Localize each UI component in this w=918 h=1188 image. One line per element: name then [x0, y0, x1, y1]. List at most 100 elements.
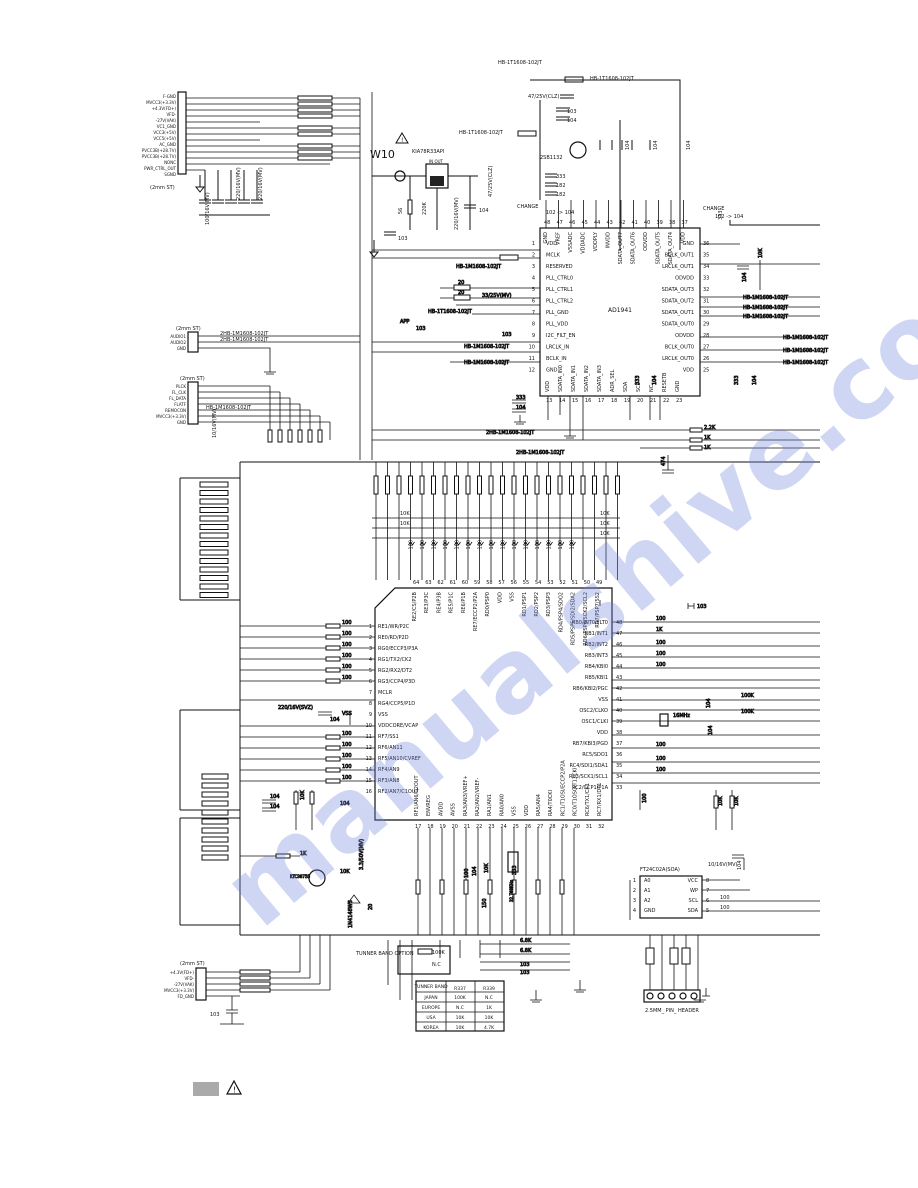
svg-text:100K: 100K: [432, 950, 446, 956]
svg-text:104: 104: [737, 860, 743, 870]
pin-number: 22: [476, 824, 482, 830]
pin-label: SDATA_OUT6: [631, 232, 637, 264]
connector-pin-label: GND: [177, 346, 186, 351]
pin-number: 32: [598, 824, 604, 830]
connector-pin-label: VFD-: [184, 976, 194, 981]
connector-pin-label: PLCK: [176, 384, 186, 389]
pin-label: RE7/ECCP2/P2A: [473, 591, 479, 631]
svg-text:16MHz: 16MHz: [673, 713, 690, 719]
pin-label: RC5/SDO1: [582, 752, 608, 758]
svg-text:6.8K: 6.8K: [520, 948, 532, 954]
pin-label: RD4/PSP4/SDO2: [558, 592, 564, 632]
pin-number: 30: [574, 824, 580, 830]
pin-label: SDATA_OUT7: [618, 232, 624, 264]
pin-label: RC1/T1OSI/ECCP2/P2A: [560, 760, 566, 816]
pin-label: RB3/INT3: [585, 653, 608, 659]
pin-label: VDDCORE/VCAP: [378, 723, 418, 729]
table-cell: 10K: [456, 1015, 466, 1021]
pin-number: 4: [633, 908, 636, 914]
connector-pin-label: AUDIO1: [170, 334, 186, 339]
ad1941-right-wires: HB-1M1608-102JT HB-1M1608-102JT HB-1M160…: [700, 243, 829, 366]
regulator-part: KIA78R33API: [412, 149, 444, 155]
svg-text:100: 100: [642, 793, 648, 803]
pin-number: 60: [462, 580, 468, 586]
chip-name: AD1941: [608, 307, 632, 314]
pin-label: RG3/CCP4/P3D: [378, 679, 415, 685]
table-cell: USA: [426, 1015, 436, 1021]
svg-text:182: 182: [556, 183, 566, 189]
svg-text:33/25V(MV): 33/25V(MV): [482, 293, 512, 299]
svg-text:104: 104: [708, 725, 714, 735]
pin-label: RC2/CCP1/P1A: [572, 785, 609, 791]
pin-label: I2C_FILT_EN: [546, 333, 576, 339]
pin-label: RB0/INT0/FLT0: [572, 620, 608, 626]
pin-label: RB5/KBI1: [585, 675, 608, 681]
svg-text:N.C: N.C: [432, 962, 441, 968]
pin-number: 11: [529, 356, 535, 362]
header-pin: [646, 992, 654, 1000]
resistor-value: 100: [342, 642, 352, 648]
connector-power-wires: [186, 92, 373, 460]
svg-text:333: 333: [516, 395, 526, 401]
pin-label: RG1/TX2/CK2: [378, 657, 412, 663]
svg-text:CHANGE: CHANGE: [517, 204, 538, 210]
pin-number: 26: [525, 824, 531, 830]
svg-text:!: !: [401, 137, 403, 144]
pin-label: RA0/AN0: [499, 794, 505, 816]
svg-text:103: 103: [398, 236, 408, 242]
pin-label: RE4/P3B: [436, 591, 442, 613]
svg-text:47/25V(CLZ): 47/25V(CLZ): [488, 166, 494, 197]
pin-number: 7: [532, 310, 535, 316]
pin-label: GND: [543, 232, 549, 244]
pin-label: VREF: [556, 232, 562, 245]
svg-text:HB-1M1608-102JT: HB-1M1608-102JT: [783, 335, 829, 341]
pin-label: RE1/WR/P2C: [378, 624, 410, 630]
pin-label: SCL: [636, 382, 642, 392]
pin-label: VCC: [688, 878, 699, 884]
pin-number: 42: [616, 686, 622, 692]
pin-label: RD2/PSP2: [534, 592, 540, 617]
svg-text:474: 474: [661, 456, 667, 466]
pin-label: RE2/CS/P2B: [412, 591, 418, 621]
pin-number: 41: [632, 220, 638, 226]
pin-number: 19: [624, 398, 630, 404]
connector-pin-label: VFD-: [166, 112, 176, 117]
pin-number: 48: [544, 220, 550, 226]
svg-text:104: 104: [472, 866, 478, 876]
svg-text:103: 103: [416, 326, 426, 332]
svg-text:(2mm ST): (2mm ST): [176, 326, 201, 332]
connector-pin-label: FL_CLK: [172, 390, 187, 395]
pin-number: 20: [637, 398, 643, 404]
svg-text:104: 104: [340, 801, 350, 807]
pin-number: 64: [413, 580, 419, 586]
pin-number: 53: [547, 580, 553, 586]
connector-pin-label: VCC5(+5V): [153, 136, 176, 141]
pin-label: NC: [649, 384, 655, 392]
connector-label: (2mm ST): [150, 185, 175, 191]
pin-label: VSS: [598, 697, 608, 703]
resistor-value: 100: [656, 767, 666, 773]
pin-number: 25: [513, 824, 519, 830]
resistor-value: 100: [535, 540, 541, 550]
svg-text:333: 333: [734, 375, 740, 385]
table-cell: 10K: [456, 1025, 466, 1031]
pin-label: A0: [644, 878, 651, 884]
pin-number: 57: [498, 580, 504, 586]
connector-pin-label: MVCC3(+3.3V): [156, 414, 186, 419]
svg-text:104: 104: [752, 375, 758, 385]
svg-text:100K: 100K: [741, 709, 755, 715]
svg-text:10K: 10K: [758, 248, 764, 258]
svg-text:220/16V(SVZ): 220/16V(SVZ): [278, 705, 313, 711]
table-cell: KOREA: [423, 1025, 439, 1031]
pin-number: 12: [529, 368, 535, 374]
svg-text:10K: 10K: [600, 521, 610, 527]
pin-label: PLL_GND: [546, 310, 569, 316]
connector-frontpanel: (2mm ST) PLCKFL_CLKFL_DATAFLATFREMOCONMV…: [156, 376, 331, 443]
svg-text:104: 104: [653, 140, 659, 150]
pin-label: VSS: [510, 592, 516, 602]
pin-number: 22: [663, 398, 669, 404]
pin-label: ODVDD: [643, 232, 649, 251]
pin-label: RG2/RX2/DT2: [378, 668, 412, 674]
